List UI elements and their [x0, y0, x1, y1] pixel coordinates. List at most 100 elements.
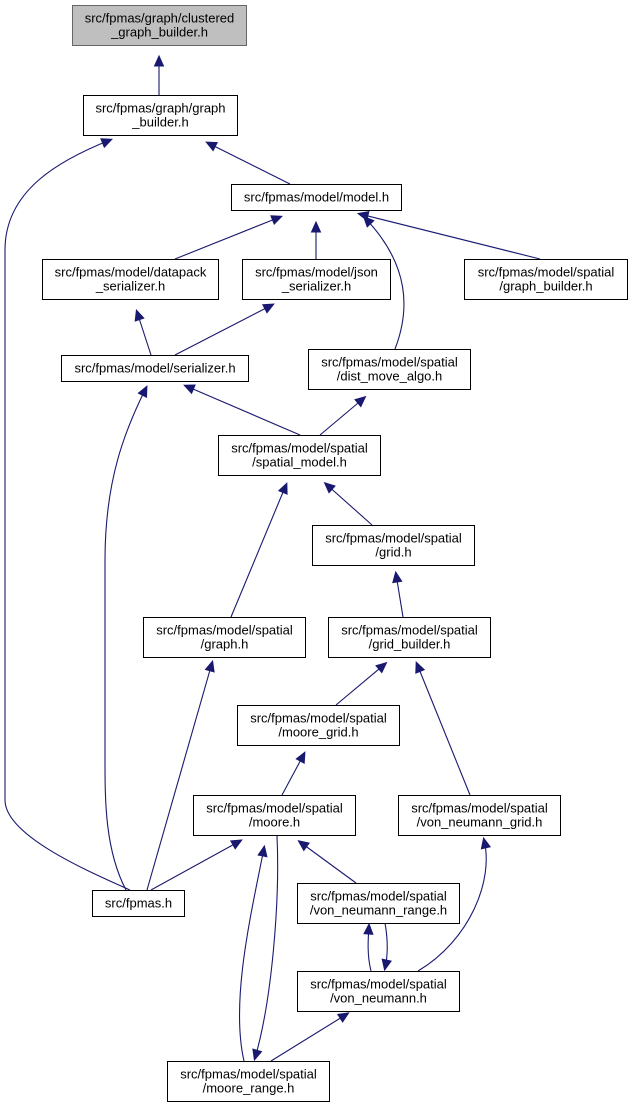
node-label-line: /graph.h: [201, 637, 249, 652]
node-label-line: src/fpmas/model/spatial: [325, 531, 462, 546]
edge-line: [146, 662, 213, 891]
node-label-line: /moore_grid.h: [278, 725, 358, 740]
node-box: [42, 259, 219, 300]
arrow-head-icon: [336, 1012, 350, 1023]
arrow-head-icon: [375, 661, 388, 674]
edge-line: [230, 484, 287, 618]
edge-n2-to-n1: [205, 141, 291, 185]
node-n7[interactable]: src/fpmas/model/spatial/dist_move_algo.h: [308, 349, 471, 390]
arrow-head-icon: [204, 659, 215, 673]
edge-n15-to-n1: [4, 138, 131, 891]
arrow-head-icon: [277, 482, 288, 495]
edge-n1-to-n0: [153, 54, 165, 95]
arrow-head-icon: [323, 481, 336, 494]
node-n4[interactable]: src/fpmas/model/json_serializer.h: [242, 259, 391, 300]
arrow-head-icon: [381, 958, 392, 972]
edge-n15-to-n6: [104, 385, 148, 891]
node-label-line: src/fpmas/model/spatial: [180, 1067, 317, 1082]
node-label-line: /von_neumann.h: [330, 991, 427, 1006]
node-box: [72, 5, 247, 46]
arrow-head-icon: [354, 395, 367, 408]
node-n10[interactable]: src/fpmas/model/spatial/graph.h: [143, 617, 306, 658]
node-n18[interactable]: src/fpmas/model/spatial/moore_range.h: [167, 1061, 330, 1102]
node-label-line: src/fpmas/model/spatial: [231, 441, 368, 456]
edge-line: [364, 217, 405, 350]
node-n15[interactable]: src/fpmas.h: [92, 890, 185, 917]
node-box: [231, 184, 402, 211]
node-box: [167, 1061, 330, 1102]
node-box: [242, 259, 391, 300]
node-label-line: _graph_builder.h: [110, 25, 208, 40]
node-box: [297, 971, 460, 1012]
edge-line: [359, 213, 541, 260]
node-box: [398, 795, 561, 836]
node-box: [61, 355, 249, 382]
edge-n18-to-n13: [239, 844, 268, 1062]
arrow-head-icon: [297, 840, 310, 852]
edge-n17-to-n14: [417, 836, 492, 972]
edge-n6-to-n3: [134, 308, 152, 356]
edge-n8-to-n7: [319, 395, 367, 436]
node-box: [308, 349, 471, 390]
node-n17[interactable]: src/fpmas/model/spatial/von_neumann.h: [297, 971, 460, 1012]
arrow-head-icon: [480, 836, 492, 850]
node-n2[interactable]: src/fpmas/model/model.h: [231, 184, 402, 211]
node-box: [143, 617, 306, 658]
node-label-line: /spatial_model.h: [252, 455, 347, 470]
arrow-head-icon: [356, 210, 370, 222]
node-n14[interactable]: src/fpmas/model/spatial/von_neumann_grid…: [398, 795, 561, 836]
node-label-line: src/fpmas/model/spatial: [310, 889, 447, 904]
edge-line: [270, 1013, 348, 1062]
node-n6[interactable]: src/fpmas/model/serializer.h: [61, 355, 249, 382]
edge-line: [150, 840, 241, 891]
arrow-head-icon: [261, 303, 275, 314]
node-label-line: /grid.h: [375, 545, 411, 560]
edge-n16-to-n13: [297, 840, 357, 884]
arrow-head-icon: [392, 570, 403, 584]
node-label-line: src/fpmas/model/spatial: [341, 623, 478, 638]
node-n5[interactable]: src/fpmas/model/spatial/graph_builder.h: [464, 259, 628, 300]
edge-n18-to-n17: [270, 1012, 350, 1062]
node-n3[interactable]: src/fpmas/model/datapack_serializer.h: [42, 259, 219, 300]
edge-n12-to-n11: [335, 661, 388, 706]
node-label-line: src/fpmas.h: [105, 896, 172, 911]
arrow-head-icon: [310, 220, 322, 233]
node-box: [328, 617, 491, 658]
node-label-line: src/fpmas/model/spatial: [478, 265, 615, 280]
node-label-line: _serializer.h: [95, 279, 165, 294]
node-label-line: /graph_builder.h: [499, 279, 592, 294]
node-n12[interactable]: src/fpmas/model/spatial/moore_grid.h: [237, 705, 400, 746]
node-label-line: /dist_move_algo.h: [337, 369, 443, 384]
node-n9[interactable]: src/fpmas/model/spatial/grid.h: [312, 525, 475, 566]
edge-line: [207, 142, 291, 185]
arrow-head-icon: [153, 54, 165, 67]
nodes-layer: src/fpmas/graph/clustered_graph_builder.…: [42, 5, 628, 1102]
node-n16[interactable]: src/fpmas/model/spatial/von_neumann_rang…: [297, 883, 460, 924]
edge-n6-to-n4: [174, 303, 275, 356]
node-label-line: _serializer.h: [281, 279, 351, 294]
edge-n16-to-n17: [381, 922, 392, 972]
arrow-head-icon: [415, 660, 426, 674]
edge-n3-to-n2: [174, 215, 284, 260]
node-label-line: src/fpmas/model/spatial: [411, 801, 548, 816]
node-label-line: /grid_builder.h: [369, 637, 451, 652]
node-label-line: src/fpmas/model/json: [255, 265, 378, 280]
node-label-line: /von_neumann_grid.h: [417, 815, 543, 830]
arrow-head-icon: [134, 308, 145, 322]
arrow-head-icon: [270, 215, 284, 225]
node-n11[interactable]: src/fpmas/model/spatial/grid_builder.h: [328, 617, 491, 658]
node-label-line: /von_neumann_range.h: [310, 903, 447, 918]
edge-line: [417, 839, 487, 972]
node-n8[interactable]: src/fpmas/model/spatial/spatial_model.h: [218, 435, 381, 476]
node-n13[interactable]: src/fpmas/model/spatial/moore.h: [193, 795, 356, 836]
node-box: [92, 890, 185, 917]
edge-line: [4, 139, 131, 891]
node-label-line: src/fpmas/model/spatial: [206, 801, 343, 816]
node-label-line: src/fpmas/model/serializer.h: [74, 361, 235, 376]
edge-n13-to-n18: [252, 835, 279, 1062]
edge-n5-to-n2: [356, 210, 541, 260]
node-n1[interactable]: src/fpmas/graph/graph_builder.h: [83, 95, 238, 136]
arrow-head-icon: [137, 385, 148, 398]
edge-line: [174, 216, 281, 260]
